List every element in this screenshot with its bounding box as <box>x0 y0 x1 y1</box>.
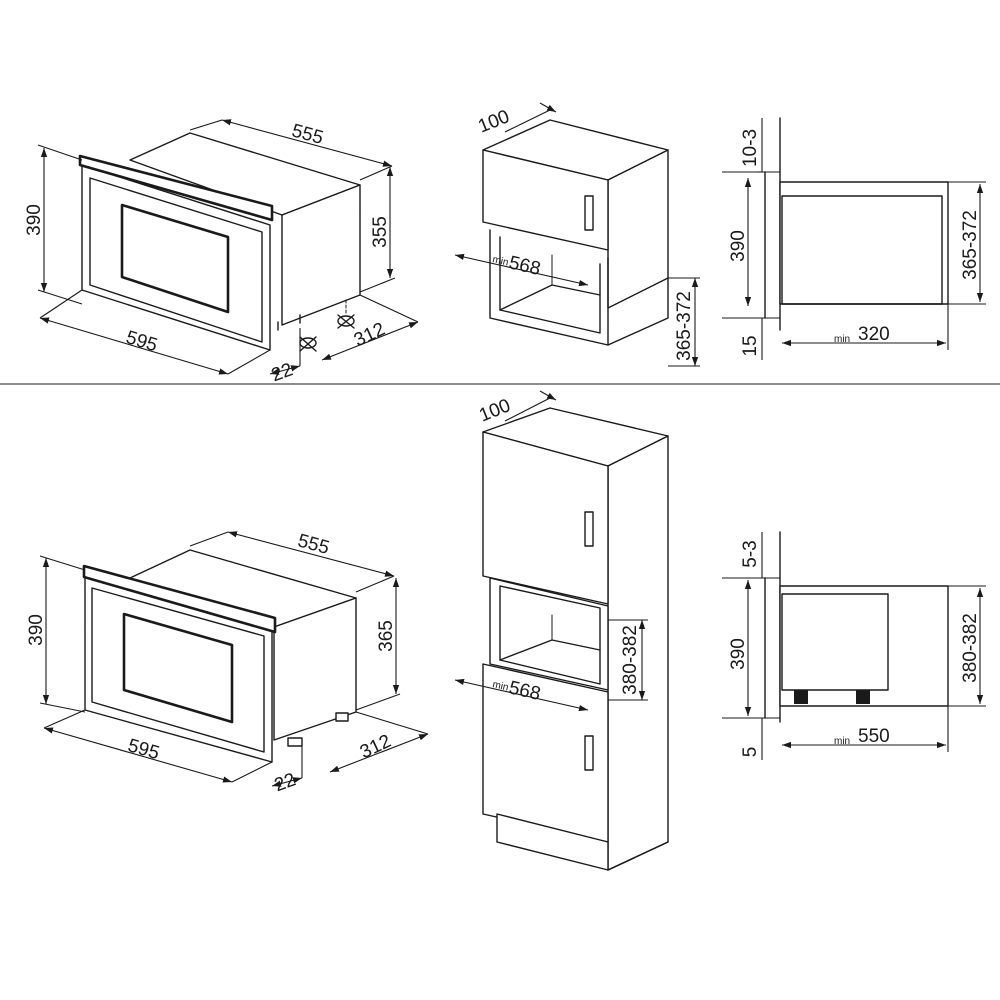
dim-feet-depth-line <box>321 321 419 361</box>
dim-width: 595 <box>123 327 159 356</box>
opening-floor <box>499 284 601 311</box>
dim-width-line <box>43 727 233 783</box>
oven-handle <box>78 154 274 222</box>
oven-window <box>120 203 230 314</box>
niche-frame <box>489 577 609 691</box>
dim-depth: 555 <box>289 120 325 148</box>
upper-door <box>482 431 609 605</box>
dim-depth-line <box>221 119 393 167</box>
dim-body-height: 355 <box>370 216 391 248</box>
dim-width: 595 <box>125 735 161 764</box>
top-cabinet-isometric: 100 min 568 365-372 <box>454 102 700 367</box>
cabinet-door-handle <box>584 195 594 231</box>
dim-door-depth-line <box>269 365 301 375</box>
dim-opening-height: 365-372 <box>674 291 695 361</box>
dim-top-depth: 100 <box>476 395 513 426</box>
dim-feet-depth-line <box>329 733 429 773</box>
dim-opening-width: 568 <box>507 252 543 280</box>
dim-section-opening: 380-382 <box>960 613 981 683</box>
dim-opening-width-prefix: min <box>491 679 509 693</box>
dim-gap-bottom: 5 <box>740 747 761 758</box>
dim-opening-width-prefix: min <box>491 254 509 268</box>
upper-door-handle <box>584 511 594 547</box>
dim-width-line <box>39 317 229 375</box>
oven-window <box>122 612 234 724</box>
section-cavity <box>779 181 949 305</box>
bottom-section-view: 5-3 390 380-382 5 min 550 <box>722 531 986 760</box>
oven-foot-edge <box>277 314 301 331</box>
dim-feet-depth: 312 <box>357 731 395 763</box>
section-foot-rear <box>856 690 870 704</box>
oven-foot-front <box>299 336 317 352</box>
section-oven-body <box>781 195 943 305</box>
dim-section-height: 390 <box>728 638 749 670</box>
lower-door-handle <box>584 735 594 771</box>
dim-opening-width-line <box>454 678 589 712</box>
dim-section-depth-prefix: min <box>834 736 850 747</box>
niche-inner <box>499 585 601 685</box>
dim-section-height: 390 <box>728 230 749 262</box>
top-oven-isometric: 390 555 355 595 22 312 <box>24 119 419 386</box>
oven-door-inner-frame <box>89 177 263 343</box>
dim-feet-depth: 312 <box>351 319 389 351</box>
dim-section-depth-prefix: min <box>834 334 850 345</box>
oven-foot-rear <box>337 299 355 329</box>
dim-top-depth-line <box>504 109 551 133</box>
dim-gap-top: 5-3 <box>740 540 761 567</box>
dim-section-depth: 550 <box>858 726 890 747</box>
dim-opening-height: 380-382 <box>620 625 641 695</box>
dim-depth: 555 <box>295 530 331 558</box>
bottom-tall-cabinet: 100 min 568 380-382 <box>454 390 669 871</box>
section-oven-body <box>781 593 889 691</box>
dim-door-depth: 22 <box>269 359 296 386</box>
cabinet-opening-inner <box>499 236 601 334</box>
dim-opening-width-line <box>454 253 589 287</box>
dim-door-depth: 22 <box>272 769 299 796</box>
dim-top-depth-line <box>504 397 551 422</box>
oven-handle <box>82 564 277 634</box>
oven-front-in-cabinet <box>482 149 609 251</box>
bottom-oven-isometric: 390 555 365 595 22 312 <box>26 530 429 796</box>
section-foot-front <box>794 690 808 704</box>
cabinet-opening-frame <box>489 229 609 346</box>
dim-section-opening: 365-372 <box>960 210 981 280</box>
dim-door-depth-line <box>271 777 303 787</box>
dim-body-height: 365 <box>376 620 397 652</box>
oven-door-inner-frame <box>91 587 265 753</box>
dim-height: 390 <box>26 614 47 646</box>
cabinet-lower-side <box>607 277 669 346</box>
dim-top-depth: 100 <box>475 106 512 137</box>
oven-foot-front <box>287 737 303 747</box>
dim-height: 390 <box>24 204 45 236</box>
dim-gap-bottom: 15 <box>740 335 761 356</box>
oven-foot-rear <box>335 712 349 722</box>
top-section-view: 10-3 390 365-372 15 min 320 <box>722 117 986 360</box>
section-cavity <box>779 585 949 707</box>
dim-section-depth: 320 <box>858 324 890 345</box>
dim-gap-top: 10-3 <box>740 129 761 167</box>
dim-depth-line <box>227 531 395 577</box>
